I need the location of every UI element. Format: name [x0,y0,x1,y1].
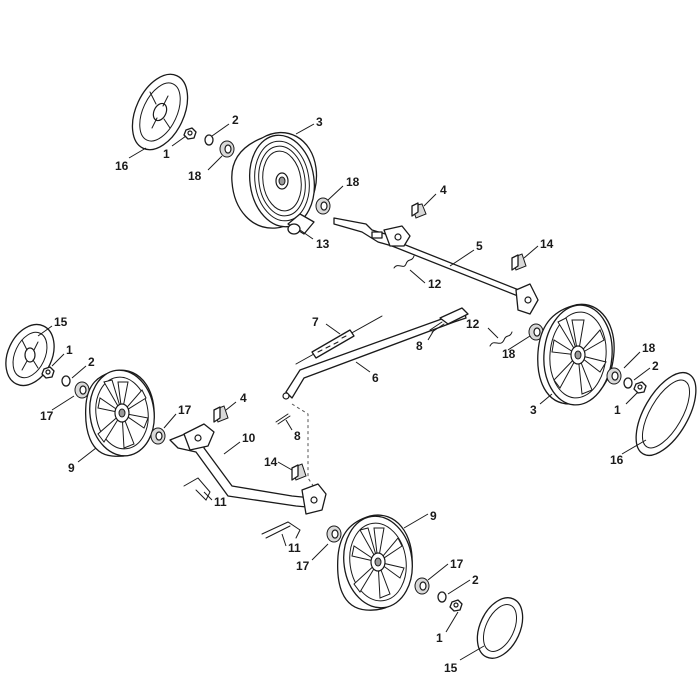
callout-18-mid: 18 [502,347,516,361]
wheel-part-9-left [84,369,155,457]
clip-part-4-top [411,202,427,219]
callout-14-top: 14 [540,237,554,251]
wheel-part-3-bottom [537,303,615,406]
callout-8-left: 8 [294,429,301,443]
washer-part-2-right [623,377,633,389]
callout-15-left: 15 [54,315,68,329]
bushing-part-18-top-a [219,140,235,158]
callout-5: 5 [476,239,483,253]
callout-8-mid: 8 [416,339,423,353]
washer-part-2-left [61,375,71,387]
callout-10: 10 [242,431,256,445]
callout-1-left: 1 [66,343,73,357]
bushing-part-17-bottom-a [326,525,342,543]
callout-1-top: 1 [163,147,170,161]
callout-17-bottom-b: 17 [450,557,464,571]
callout-2-left: 2 [88,355,95,369]
clip-part-14-top [511,253,527,271]
bushing-part-18-right [606,367,622,385]
rod-part-7 [295,315,383,365]
callout-2-bottom: 2 [472,573,479,587]
callout-11-a: 11 [214,495,227,509]
hubcap-part-16-top [131,73,189,151]
assembly-guide-line [291,403,317,491]
sleeve-part-13 [287,213,315,235]
callout-2-right: 2 [652,359,659,373]
hubcap-part-16-right [635,372,697,456]
nut-part-1-top [183,127,197,140]
callout-3-top: 3 [316,115,323,129]
washer-part-2-top [204,134,214,146]
axle-part-10 [169,423,327,515]
leader-lines [37,123,651,661]
nut-part-1-left [41,366,55,379]
bushing-part-17-left [74,381,90,399]
spring-part-11-a [183,477,211,501]
bushing-part-17-bottom-b [414,577,430,595]
spring-part-11-b [261,521,301,539]
clip-part-4-left [213,405,229,423]
callout-4-left: 4 [240,391,247,405]
callout-18-top-b: 18 [346,175,360,189]
callout-2-top: 2 [232,113,239,127]
callout-1-right: 1 [614,403,621,417]
callout-17-left: 17 [40,409,54,423]
bushing-part-18-top-b [315,197,331,215]
wheel-part-9-bottom [336,514,413,611]
callout-9-left: 9 [68,461,75,475]
callout-14-left: 14 [264,455,278,469]
callout-16-right: 16 [610,453,624,467]
pin-part-8-left [275,413,291,425]
callout-18-top-a: 18 [188,169,202,183]
spring-part-12-mid [489,331,513,347]
callout-18-right: 18 [642,341,656,355]
hubcap-part-15-bottom [476,597,524,659]
callout-12-top: 12 [428,277,442,291]
callout-7: 7 [312,315,319,329]
callout-6: 6 [372,371,379,385]
hubcap-part-15-left [5,323,55,387]
callout-3-bottom: 3 [530,403,537,417]
spring-part-12-top [393,255,415,269]
callout-4-top: 4 [440,183,447,197]
callout-13: 13 [316,237,330,251]
callout-11-b: 11 [288,541,301,555]
bushing-part-17-center [150,427,166,445]
clip-part-14-left [291,463,307,481]
callout-12-mid: 12 [466,317,480,331]
callout-9-bottom: 9 [430,509,437,523]
axle-part-5 [333,217,539,315]
callout-1-bottom: 1 [436,631,443,645]
nut-part-1-right [633,381,647,394]
callout-15-bottom: 15 [444,661,458,675]
callout-16-top: 16 [115,159,129,173]
linkage-rod-part-6 [282,307,469,400]
nut-part-1-bottom [449,599,463,612]
callout-17-bottom-a: 17 [296,559,310,573]
wheel-part-3-top [231,131,318,229]
callout-17-center: 17 [178,403,192,417]
washer-part-2-bottom [437,591,447,603]
